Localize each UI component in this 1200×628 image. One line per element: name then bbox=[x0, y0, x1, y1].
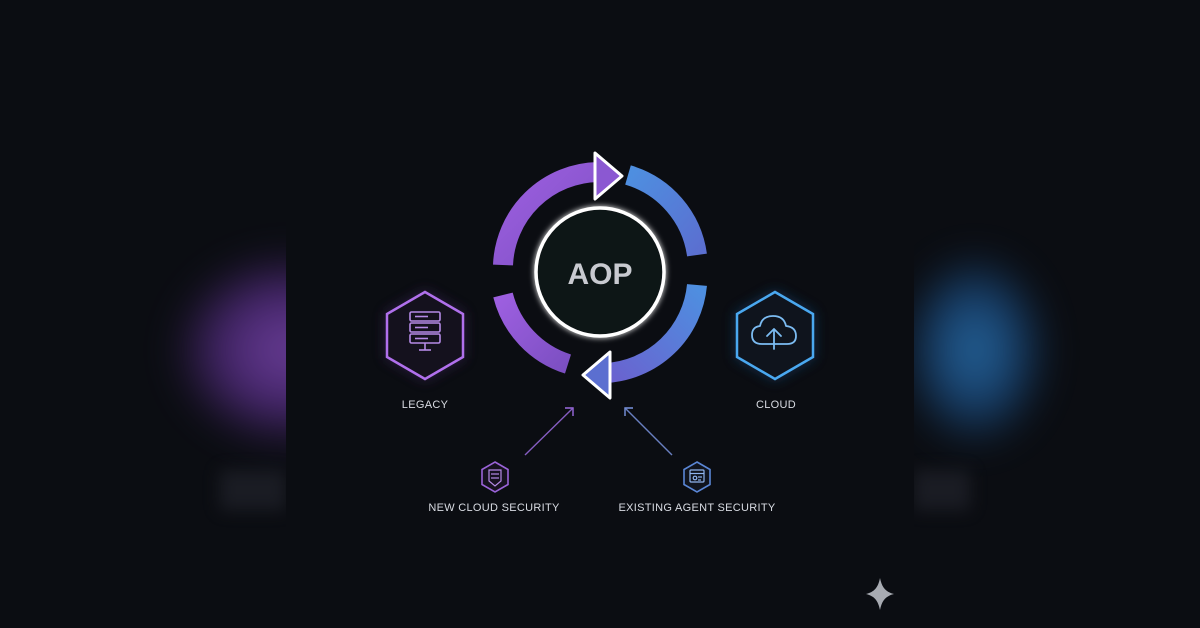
new-cloud-security-node bbox=[481, 461, 509, 493]
connector-existing-agent-security bbox=[624, 407, 673, 456]
arc-top-right bbox=[624, 165, 707, 257]
arrow-head-top bbox=[593, 151, 624, 201]
arc-bottom-left bbox=[493, 292, 572, 374]
connector-new-cloud-security bbox=[524, 407, 574, 456]
blurred-label-right bbox=[914, 470, 970, 510]
hub-label: AOP bbox=[567, 258, 632, 291]
cloud-node bbox=[735, 290, 815, 381]
hub-ring bbox=[534, 206, 666, 338]
arc-top-left bbox=[493, 151, 624, 266]
arrow-head-bottom bbox=[581, 350, 612, 400]
agent-window-icon bbox=[689, 469, 705, 483]
blurred-background-right bbox=[900, 250, 1050, 450]
server-stack-icon bbox=[409, 311, 441, 351]
existing-agent-security-label: EXISTING AGENT SECURITY bbox=[618, 502, 776, 514]
sparkle-icon bbox=[866, 578, 894, 610]
legacy-node bbox=[385, 290, 465, 381]
existing-agent-security-node bbox=[683, 461, 711, 493]
new-cloud-security-label: NEW CLOUD SECURITY bbox=[428, 502, 560, 514]
legacy-label: LEGACY bbox=[401, 399, 449, 411]
shield-layers-icon bbox=[488, 469, 502, 487]
blurred-label-left bbox=[220, 470, 286, 510]
cloud-label: CLOUD bbox=[755, 399, 797, 411]
cloud-upload-icon bbox=[751, 315, 797, 350]
arc-bottom-right bbox=[581, 283, 707, 400]
